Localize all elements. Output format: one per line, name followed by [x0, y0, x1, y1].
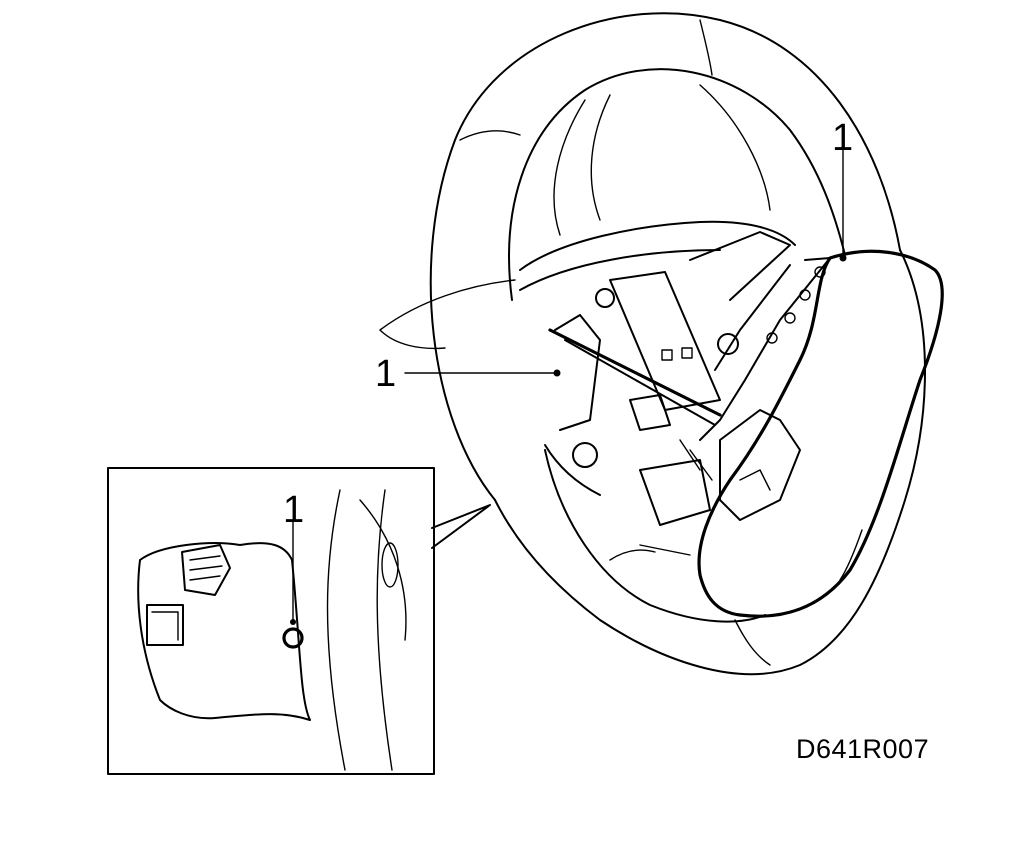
callout-number-top-right: 1: [832, 117, 853, 159]
steering-wheel-spokes: [379, 84, 796, 496]
callout-number-inset: 1: [283, 489, 304, 531]
callout-leaders: [290, 147, 847, 625]
callout-number-left: 1: [375, 353, 396, 395]
inset-detail: [107, 467, 491, 775]
figure-code: D641R007: [796, 734, 930, 764]
hub-mechanism: [548, 231, 791, 556]
steering-wheel-rim: [429, 12, 926, 676]
inset-screw-hole: [282, 627, 304, 649]
airbag-module: [697, 249, 944, 618]
